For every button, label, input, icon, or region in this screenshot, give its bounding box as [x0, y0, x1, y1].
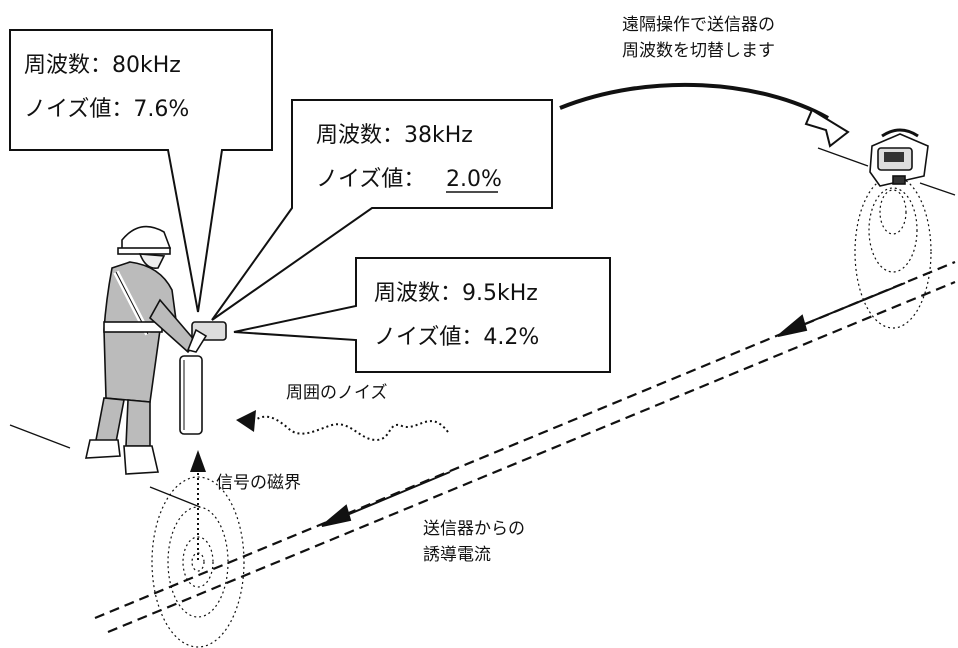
induced-current-label-line1: 送信器からの	[423, 519, 525, 539]
induced-current-arrows	[321, 282, 906, 527]
callout-9-5khz: 周波数：9.5kHz ノイズ値：4.2%	[233, 257, 611, 373]
callout-9-5khz-noise: ノイズ値：4.2%	[374, 325, 539, 350]
callout-38khz: 周波数：38kHz ノイズ値： 2.0%	[211, 99, 553, 321]
magnetic-field-arrow	[190, 450, 206, 560]
callout-38khz-noise-label: ノイズ値：	[316, 167, 425, 192]
remote-control-arrow	[559, 82, 850, 148]
remote-control-label-line2: 周波数を切替します	[622, 41, 775, 61]
callout-38khz-frequency: 周波数：38kHz	[316, 123, 473, 148]
ambient-noise-arrow	[236, 410, 449, 442]
callout-38khz-noise-value: 2.0%	[446, 167, 502, 192]
callout-80khz-frequency: 周波数：80kHz	[24, 53, 181, 78]
callout-80khz: 周波数：80kHz ノイズ値：7.6%	[9, 29, 273, 313]
worker-with-locator-icon	[84, 225, 227, 475]
magnetic-field-rings-far	[854, 175, 932, 329]
callout-9-5khz-frequency: 周波数：9.5kHz	[374, 281, 538, 306]
induced-current-label-line2: 誘導電流	[423, 545, 491, 565]
magnetic-field-rings-near	[151, 476, 245, 648]
transmitter-device-icon	[869, 128, 929, 187]
remote-control-label-line1: 遠隔操作で送信器の	[622, 15, 775, 35]
magnetic-field-label: 信号の磁界	[216, 473, 301, 493]
ambient-noise-label: 周囲のノイズ	[286, 383, 388, 403]
ground-lines	[9, 147, 956, 508]
callout-80khz-noise: ノイズ値：7.6%	[24, 97, 189, 122]
